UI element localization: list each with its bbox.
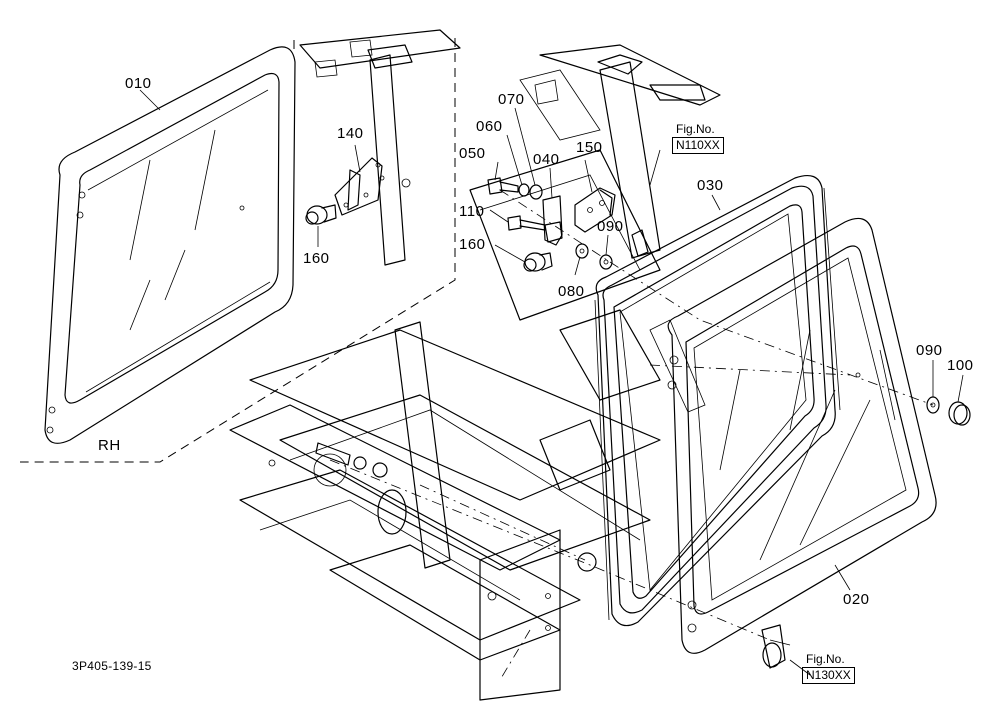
part-label-010: 010: [125, 75, 152, 92]
part-label-160-left: 160: [303, 250, 330, 267]
hinge-assembly: [487, 177, 649, 272]
leader-n130xx: [789, 659, 811, 676]
part-label-060: 060: [476, 118, 503, 135]
part-label-150: 150: [576, 139, 603, 156]
rh-callout-boundary: [20, 38, 456, 463]
part-label-090-hinge: 090: [597, 218, 624, 235]
part-label-160-right: 160: [459, 236, 486, 253]
cab-frame: [229, 29, 721, 701]
window-seal-030: [594, 175, 841, 627]
leader-030: [711, 194, 721, 211]
drawing-code: 3P405-139-15: [72, 659, 152, 673]
part-label-020: 020: [843, 591, 870, 608]
hinge-leaders: [489, 107, 609, 276]
latch-bottom: [761, 624, 791, 669]
part-label-100: 100: [947, 357, 974, 374]
part-label-070: 070: [498, 91, 525, 108]
part-label-040: 040: [533, 151, 560, 168]
leader-n110xx: [649, 149, 661, 186]
center-lines: [329, 189, 934, 681]
fig-ref-code: N130XX: [802, 667, 855, 684]
fig-ref-label: Fig.No.: [806, 652, 845, 666]
knob-160-left: [305, 204, 337, 225]
leader-020: [834, 564, 851, 591]
leader-010: [139, 89, 161, 111]
hinge-140: [334, 157, 385, 216]
part-label-090-right: 090: [916, 342, 943, 359]
fig-ref-n130xx[interactable]: Fig.No. N130XX: [802, 652, 855, 684]
fig-ref-label: Fig.No.: [676, 122, 715, 136]
part-label-110: 110: [459, 203, 485, 220]
part-label-140: 140: [337, 125, 364, 142]
part-label-080: 080: [558, 283, 585, 300]
leader-100: [957, 374, 964, 403]
fig-ref-n110xx[interactable]: Fig.No. N110XX: [672, 122, 724, 154]
side-label-rh: RH: [98, 437, 121, 454]
part-label-050: 050: [459, 145, 486, 162]
window-glass-010: [44, 46, 296, 444]
leader-140: [354, 144, 361, 173]
part-label-030: 030: [697, 177, 724, 194]
cap-100: [948, 401, 971, 426]
window-glass-020: [649, 217, 937, 654]
fig-ref-code: N110XX: [672, 137, 724, 154]
